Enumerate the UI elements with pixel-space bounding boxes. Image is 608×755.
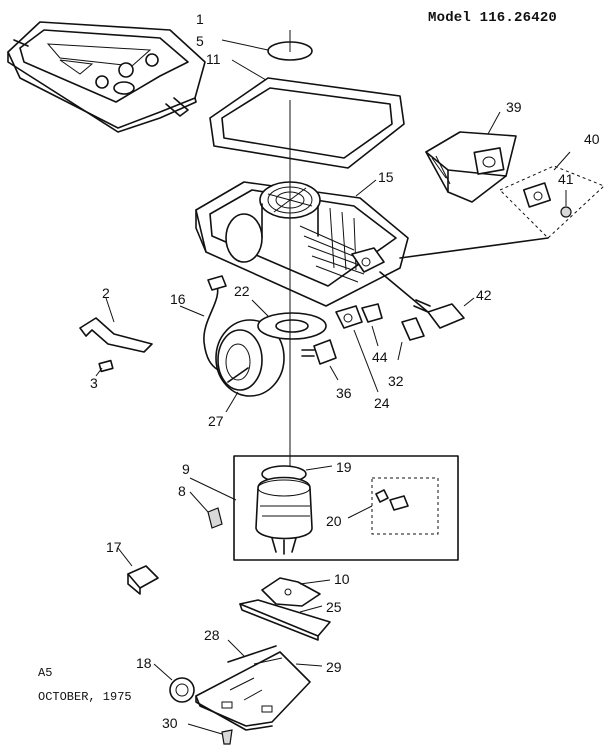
part-10-spider-plate xyxy=(261,577,331,607)
part-39-nozzle-box xyxy=(425,111,517,203)
part-label-19: 19 xyxy=(336,459,352,475)
part-label-2: 2 xyxy=(102,285,110,301)
part-label-22: 22 xyxy=(234,283,250,299)
part-label-5: 5 xyxy=(196,33,204,49)
part-label-9: 9 xyxy=(182,461,190,477)
part-3-clip xyxy=(95,359,114,377)
part-label-28: 28 xyxy=(204,627,220,643)
footer-code: A5 xyxy=(38,666,53,680)
part-label-36: 36 xyxy=(336,385,352,401)
part-2-bracket xyxy=(79,297,153,353)
part-label-30: 30 xyxy=(162,715,178,731)
part-36-plug xyxy=(301,339,339,381)
part-label-39: 39 xyxy=(506,99,522,115)
part-label-15: 15 xyxy=(378,169,394,185)
part-label-8: 8 xyxy=(178,483,186,499)
part-9-motor-assembly xyxy=(189,455,459,561)
part-22-ring xyxy=(251,299,327,340)
part-5-filter-disc xyxy=(221,30,313,61)
part-42-switch xyxy=(379,271,475,329)
part-27-cord-reel xyxy=(215,319,285,413)
part-25-shield xyxy=(239,599,331,641)
part-label-40: 40 xyxy=(584,131,600,147)
part-label-24: 24 xyxy=(374,395,390,411)
part-1-top-cover xyxy=(7,21,206,133)
part-label-32: 32 xyxy=(388,373,404,389)
part-40-41-group xyxy=(399,151,605,259)
part-44-clip xyxy=(361,303,383,347)
part-label-1: 1 xyxy=(196,11,204,27)
part-label-16: 16 xyxy=(170,291,186,307)
part-30-screw xyxy=(187,723,233,745)
part-15-housing xyxy=(195,179,409,307)
part-label-11: 11 xyxy=(206,51,221,67)
part-label-41: 41 xyxy=(558,171,574,187)
part-28-strip xyxy=(227,639,277,663)
part-label-25: 25 xyxy=(326,599,342,615)
part-label-3: 3 xyxy=(90,375,98,391)
part-label-29: 29 xyxy=(326,659,342,675)
part-29-base-plate xyxy=(195,651,323,731)
part-label-18: 18 xyxy=(136,655,152,671)
part-label-20: 20 xyxy=(326,513,342,529)
part-17-button xyxy=(117,547,159,595)
part-24-cap xyxy=(335,305,379,393)
part-16-cord xyxy=(179,275,227,371)
part-label-17: 17 xyxy=(106,539,122,555)
model-number: Model 116.26420 xyxy=(428,10,558,26)
part-label-44: 44 xyxy=(372,349,388,365)
part-label-42: 42 xyxy=(476,287,492,303)
part-18-wheel xyxy=(153,663,195,703)
part-label-10: 10 xyxy=(334,571,350,587)
part-label-27: 27 xyxy=(208,413,224,429)
part-11-gasket xyxy=(209,59,405,169)
part-8-bolt xyxy=(189,491,223,529)
footer-date: OCTOBER, 1975 xyxy=(38,690,132,704)
part-32-switch-clip xyxy=(397,317,425,361)
